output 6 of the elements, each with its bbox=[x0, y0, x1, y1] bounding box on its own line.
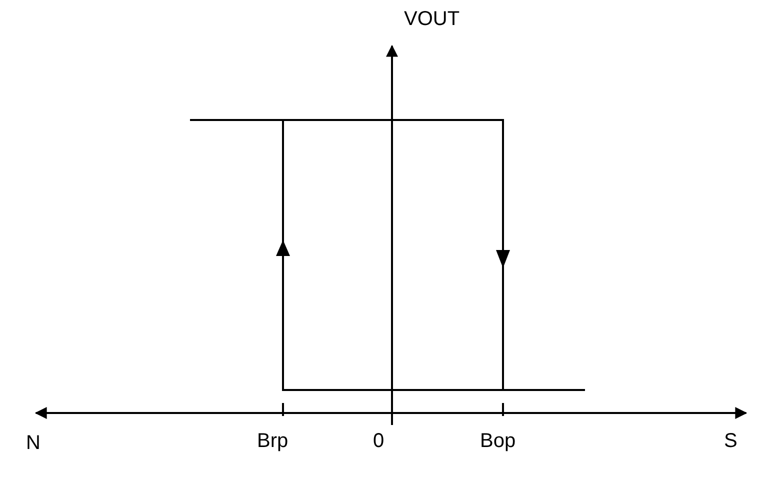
axis-label: S bbox=[724, 430, 738, 452]
tick-label: Bop bbox=[480, 430, 516, 452]
axis-label: VOUT bbox=[404, 8, 460, 30]
tick-label: 0 bbox=[373, 430, 384, 452]
axis-label: N bbox=[26, 432, 40, 454]
tick-label: Brp bbox=[257, 430, 288, 452]
